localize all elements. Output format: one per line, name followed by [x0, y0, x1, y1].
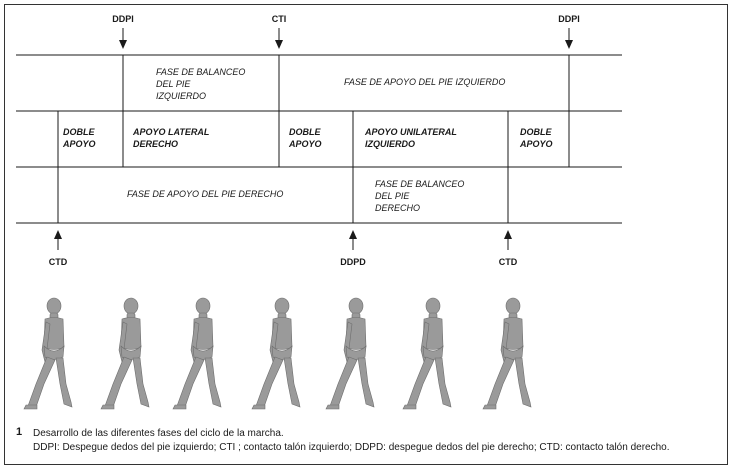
- walking-figure: [172, 297, 222, 410]
- marker-cti: CTI: [271, 14, 287, 24]
- walking-figure: [23, 297, 73, 410]
- arrow-down-icon: [275, 28, 283, 49]
- marker-ddpi: DDPI: [558, 14, 580, 24]
- figure-number: 1: [16, 426, 23, 438]
- arrow-up-icon: [54, 230, 62, 250]
- marker-ctd: CTD: [498, 257, 518, 267]
- caption-line-1: Desarrollo de las diferentes fases del c…: [33, 428, 284, 439]
- figure-frame: [4, 4, 728, 465]
- walking-figure: [482, 297, 532, 410]
- arrow-up-icon: [349, 230, 357, 250]
- arrow-down-icon: [119, 28, 127, 49]
- right-swing-phase-label: FASE DE BALANCEO DEL PIE DERECHO: [375, 179, 465, 213]
- marker-ddpi: DDPI: [112, 14, 134, 24]
- arrow-up-icon: [504, 230, 512, 250]
- walking-figure: [100, 297, 150, 410]
- caption-line-2: DDPI: Despegue dedos del pie izquierdo; …: [33, 442, 670, 453]
- walking-figure: [402, 297, 452, 410]
- arrow-down-icon: [565, 28, 573, 49]
- left-stance-phase-label: FASE DE APOYO DEL PIE IZQUIERDO: [344, 77, 506, 87]
- marker-ddpd: DDPD: [340, 257, 366, 267]
- left-swing-phase-label: FASE DE BALANCEO DEL PIE IZQUIERDO: [156, 67, 246, 101]
- right-stance-phase-label: FASE DE APOYO DEL PIE DERECHO: [127, 189, 284, 199]
- walking-figure: [251, 297, 301, 410]
- walking-figure: [325, 297, 375, 410]
- marker-ctd: CTD: [48, 257, 68, 267]
